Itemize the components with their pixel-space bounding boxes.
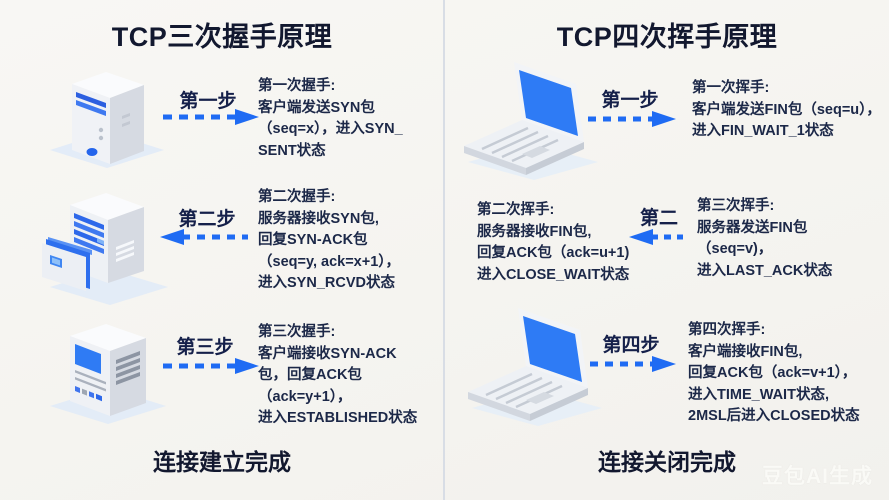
text-line: （seq=x），进入SYN_ — [258, 121, 403, 138]
server-folder-icon — [42, 193, 168, 305]
server-panel-icon — [50, 324, 166, 424]
text-line: 第三次握手: — [258, 324, 336, 340]
text-line: 包，回复ACK包 — [258, 367, 362, 384]
laptop-icon — [464, 62, 598, 180]
server-tower-icon — [50, 72, 164, 168]
text-line: 2MSL后进入CLOSED状态 — [688, 408, 860, 425]
right-step2-label: 第二 — [639, 208, 678, 229]
text-line: 进入TIME_WAIT状态, — [688, 386, 829, 403]
arrow-left-icon — [160, 229, 248, 245]
text-line: 客户端接收SYN-ACK — [258, 345, 397, 362]
text-line: （seq=y, ack=x+1）， — [258, 253, 401, 270]
left-step2-label: 第二步 — [178, 209, 236, 230]
right-step2-text: 第二次挥手: 服务器接收FIN包, 回复ACK包（ack=u+1) 进入CLOS… — [477, 200, 629, 286]
text-line: 进入FIN_WAIT_1状态 — [692, 123, 834, 140]
left-step1-text: 第一次握手: 客户端发送SYN包 （seq=x），进入SYN_ SENT状态 — [258, 76, 403, 162]
right-panel-footer: 连接关闭完成 — [598, 449, 736, 475]
arrow-left-icon — [629, 229, 683, 245]
text-line: 第二次挥手: — [477, 202, 555, 218]
text-line: 进入LAST_ACK状态 — [697, 262, 833, 279]
right-step3-text: 第三次挥手: 服务器发送FIN包 （seq=v)， 进入LAST_ACK状态 — [697, 196, 832, 282]
arrow-right-icon — [590, 356, 676, 372]
text-line: 进入ESTABLISHED状态 — [258, 410, 418, 427]
text-line: 回复ACK包（ack=u+1) — [477, 245, 630, 262]
right-panel-title: TCP四次挥手原理 — [556, 22, 778, 52]
watermark: 豆包AI生成 — [762, 465, 873, 488]
text-line: 客户端发送SYN包 — [258, 99, 375, 116]
left-step3-label: 第三步 — [176, 337, 234, 358]
text-line: 服务器发送FIN包 — [697, 219, 808, 236]
text-line: 第一次握手: — [258, 78, 336, 94]
text-line: （seq=v)， — [697, 241, 773, 258]
arrow-right-icon — [163, 109, 259, 125]
text-line: 第四次挥手: — [688, 322, 766, 338]
text-line: 第一次挥手: — [692, 80, 770, 96]
left-panel-footer: 连接建立完成 — [153, 449, 291, 475]
panel-divider — [443, 0, 445, 500]
right-step1-text: 第一次挥手: 客户端发送FIN包（seq=u）， 进入FIN_WAIT_1状态 — [692, 78, 881, 143]
text-line: SENT状态 — [258, 142, 326, 159]
arrow-right-icon — [163, 358, 259, 374]
laptop-icon — [468, 308, 602, 426]
text-line: 回复SYN-ACK包 — [258, 232, 368, 249]
text-line: 进入SYN_RCVD状态 — [258, 275, 395, 292]
text-line: 第二次握手: — [258, 189, 336, 205]
left-step1-label: 第一步 — [179, 91, 237, 112]
text-line: （ack=y+1）， — [258, 388, 352, 405]
left-step3-text: 第三次握手: 客户端接收SYN-ACK 包，回复ACK包 （ack=y+1）， … — [258, 322, 417, 430]
text-line: 第三次挥手: — [697, 198, 775, 214]
text-line: 回复ACK包（ack=v+1）， — [688, 365, 857, 382]
left-step2-text: 第二次握手: 服务器接收SYN包, 回复SYN-ACK包 （seq=y, ack… — [258, 187, 400, 295]
left-panel-title: TCP三次握手原理 — [111, 22, 333, 52]
text-line: 客户端接收FIN包, — [688, 343, 803, 360]
right-step4-label: 第四步 — [602, 335, 660, 356]
text-line: 进入CLOSE_WAIT状态 — [477, 266, 630, 283]
right-step1-label: 第一步 — [601, 90, 659, 111]
text-line: 服务器接收FIN包, — [477, 223, 592, 240]
text-line: 客户端发送FIN包（seq=u）， — [692, 101, 881, 118]
right-step4-text: 第四次挥手: 客户端接收FIN包, 回复ACK包（ack=v+1）， 进入TIM… — [688, 320, 860, 428]
arrow-right-icon — [588, 111, 676, 127]
text-line: 服务器接收SYN包, — [258, 210, 379, 227]
